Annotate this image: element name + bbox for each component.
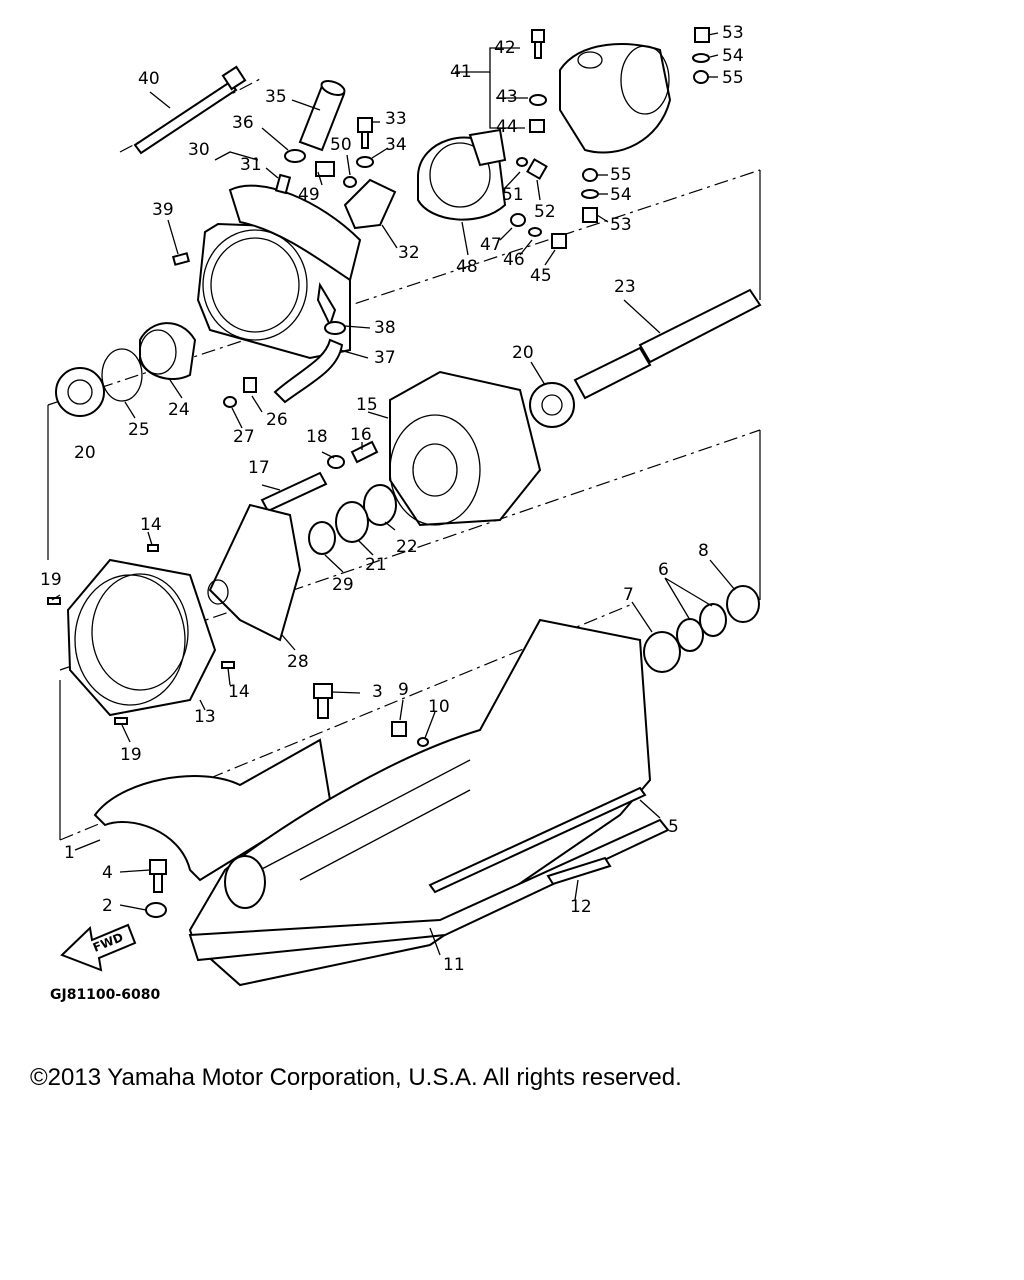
callout-38: 38 (374, 318, 396, 338)
coupling-parts (643, 585, 760, 673)
callout-55-top: 55 (722, 68, 744, 88)
pin-part (171, 252, 191, 266)
callout-34: 34 (385, 135, 407, 155)
leader-lines (51, 32, 736, 956)
callout-14-lower: 14 (228, 682, 250, 702)
callout-33: 33 (385, 109, 407, 129)
callout-42: 42 (494, 38, 516, 58)
pump-cap-group (55, 322, 257, 417)
callout-10: 10 (428, 697, 450, 717)
callout-51: 51 (502, 185, 524, 205)
intake-strips (428, 786, 647, 894)
pump-small-parts (260, 440, 379, 513)
fwd-arrow-icon: FWD (60, 923, 137, 972)
callout-labels: 1 2 3 4 5 6 7 8 9 10 11 12 13 14 14 15 1… (40, 23, 744, 975)
screw-part (274, 173, 292, 195)
callout-2: 2 (102, 896, 113, 916)
callout-54-top: 54 (722, 46, 744, 66)
callout-20-left: 20 (74, 443, 96, 463)
callout-17: 17 (248, 458, 270, 478)
reverse-bucket-part (417, 128, 507, 221)
callout-25: 25 (128, 420, 150, 440)
callout-55-bottom: 55 (610, 165, 632, 185)
parts-diagram: FWD (40, 23, 762, 1003)
intake-hardware (313, 683, 429, 747)
housing-ring-part (66, 558, 217, 717)
callout-3: 3 (372, 682, 383, 702)
callout-39: 39 (152, 200, 174, 220)
callout-14-upper: 14 (140, 515, 162, 535)
callout-16: 16 (350, 425, 372, 445)
callout-52: 52 (534, 202, 556, 222)
callout-54-bottom: 54 (610, 185, 632, 205)
callout-49: 49 (298, 185, 320, 205)
callout-9: 9 (398, 680, 409, 700)
callout-24: 24 (168, 400, 190, 420)
long-bolt-part (133, 65, 247, 155)
callout-29: 29 (332, 575, 354, 595)
callout-13: 13 (194, 707, 216, 727)
hose-part (273, 321, 346, 404)
callout-44: 44 (496, 117, 518, 137)
callout-20-right: 20 (512, 343, 534, 363)
callout-41: 41 (450, 62, 472, 82)
impeller-part (207, 503, 302, 642)
bracket-group (315, 117, 397, 230)
callout-5: 5 (668, 817, 679, 837)
upper-hardware (529, 29, 547, 133)
clamp-part (284, 149, 306, 163)
diagram-code: GJ81100-6080 (50, 987, 160, 1003)
pump-housing-part (389, 370, 542, 527)
callout-27: 27 (233, 427, 255, 447)
callout-18: 18 (306, 427, 328, 447)
callout-43: 43 (496, 87, 518, 107)
callout-48: 48 (456, 257, 478, 277)
callout-53-top: 53 (722, 23, 744, 43)
nozzle-hardware (581, 27, 710, 223)
duct-cover-part (93, 738, 332, 882)
callout-7: 7 (623, 585, 634, 605)
callout-47: 47 (480, 235, 502, 255)
callout-32: 32 (398, 243, 420, 263)
callout-46: 46 (503, 250, 525, 270)
callout-8: 8 (698, 541, 709, 561)
bucket-hardware (510, 157, 567, 249)
callout-53-bottom: 53 (610, 215, 632, 235)
callout-31: 31 (240, 155, 262, 175)
callout-50: 50 (330, 135, 352, 155)
callout-4: 4 (102, 863, 113, 883)
callout-45: 45 (530, 266, 552, 286)
shaft-bearing-part (529, 382, 575, 428)
callout-40: 40 (138, 69, 160, 89)
impeller-bearings (308, 484, 397, 555)
nozzle-housing-part (196, 184, 362, 360)
callout-19-upper: 19 (40, 570, 62, 590)
callout-23: 23 (614, 277, 636, 297)
intake-duct-part (188, 618, 670, 987)
callout-6: 6 (658, 560, 669, 580)
callout-21: 21 (365, 555, 387, 575)
callout-36: 36 (232, 113, 254, 133)
callout-11: 11 (443, 955, 465, 975)
callout-1: 1 (64, 843, 75, 863)
jet-nozzle-part (559, 43, 672, 154)
callout-35: 35 (265, 87, 287, 107)
callout-37: 37 (374, 348, 396, 368)
pipe-part (298, 80, 346, 152)
callout-12: 12 (570, 897, 592, 917)
callout-28: 28 (287, 652, 309, 672)
callout-26: 26 (266, 410, 288, 430)
callout-19-lower: 19 (120, 745, 142, 765)
callout-30: 30 (188, 140, 210, 160)
cover-hardware (145, 859, 167, 918)
callout-22: 22 (396, 537, 418, 557)
copyright-notice: ©2013 Yamaha Motor Corporation, U.S.A. A… (30, 1064, 682, 1091)
callout-15: 15 (356, 395, 378, 415)
drive-shaft-part (573, 288, 762, 400)
